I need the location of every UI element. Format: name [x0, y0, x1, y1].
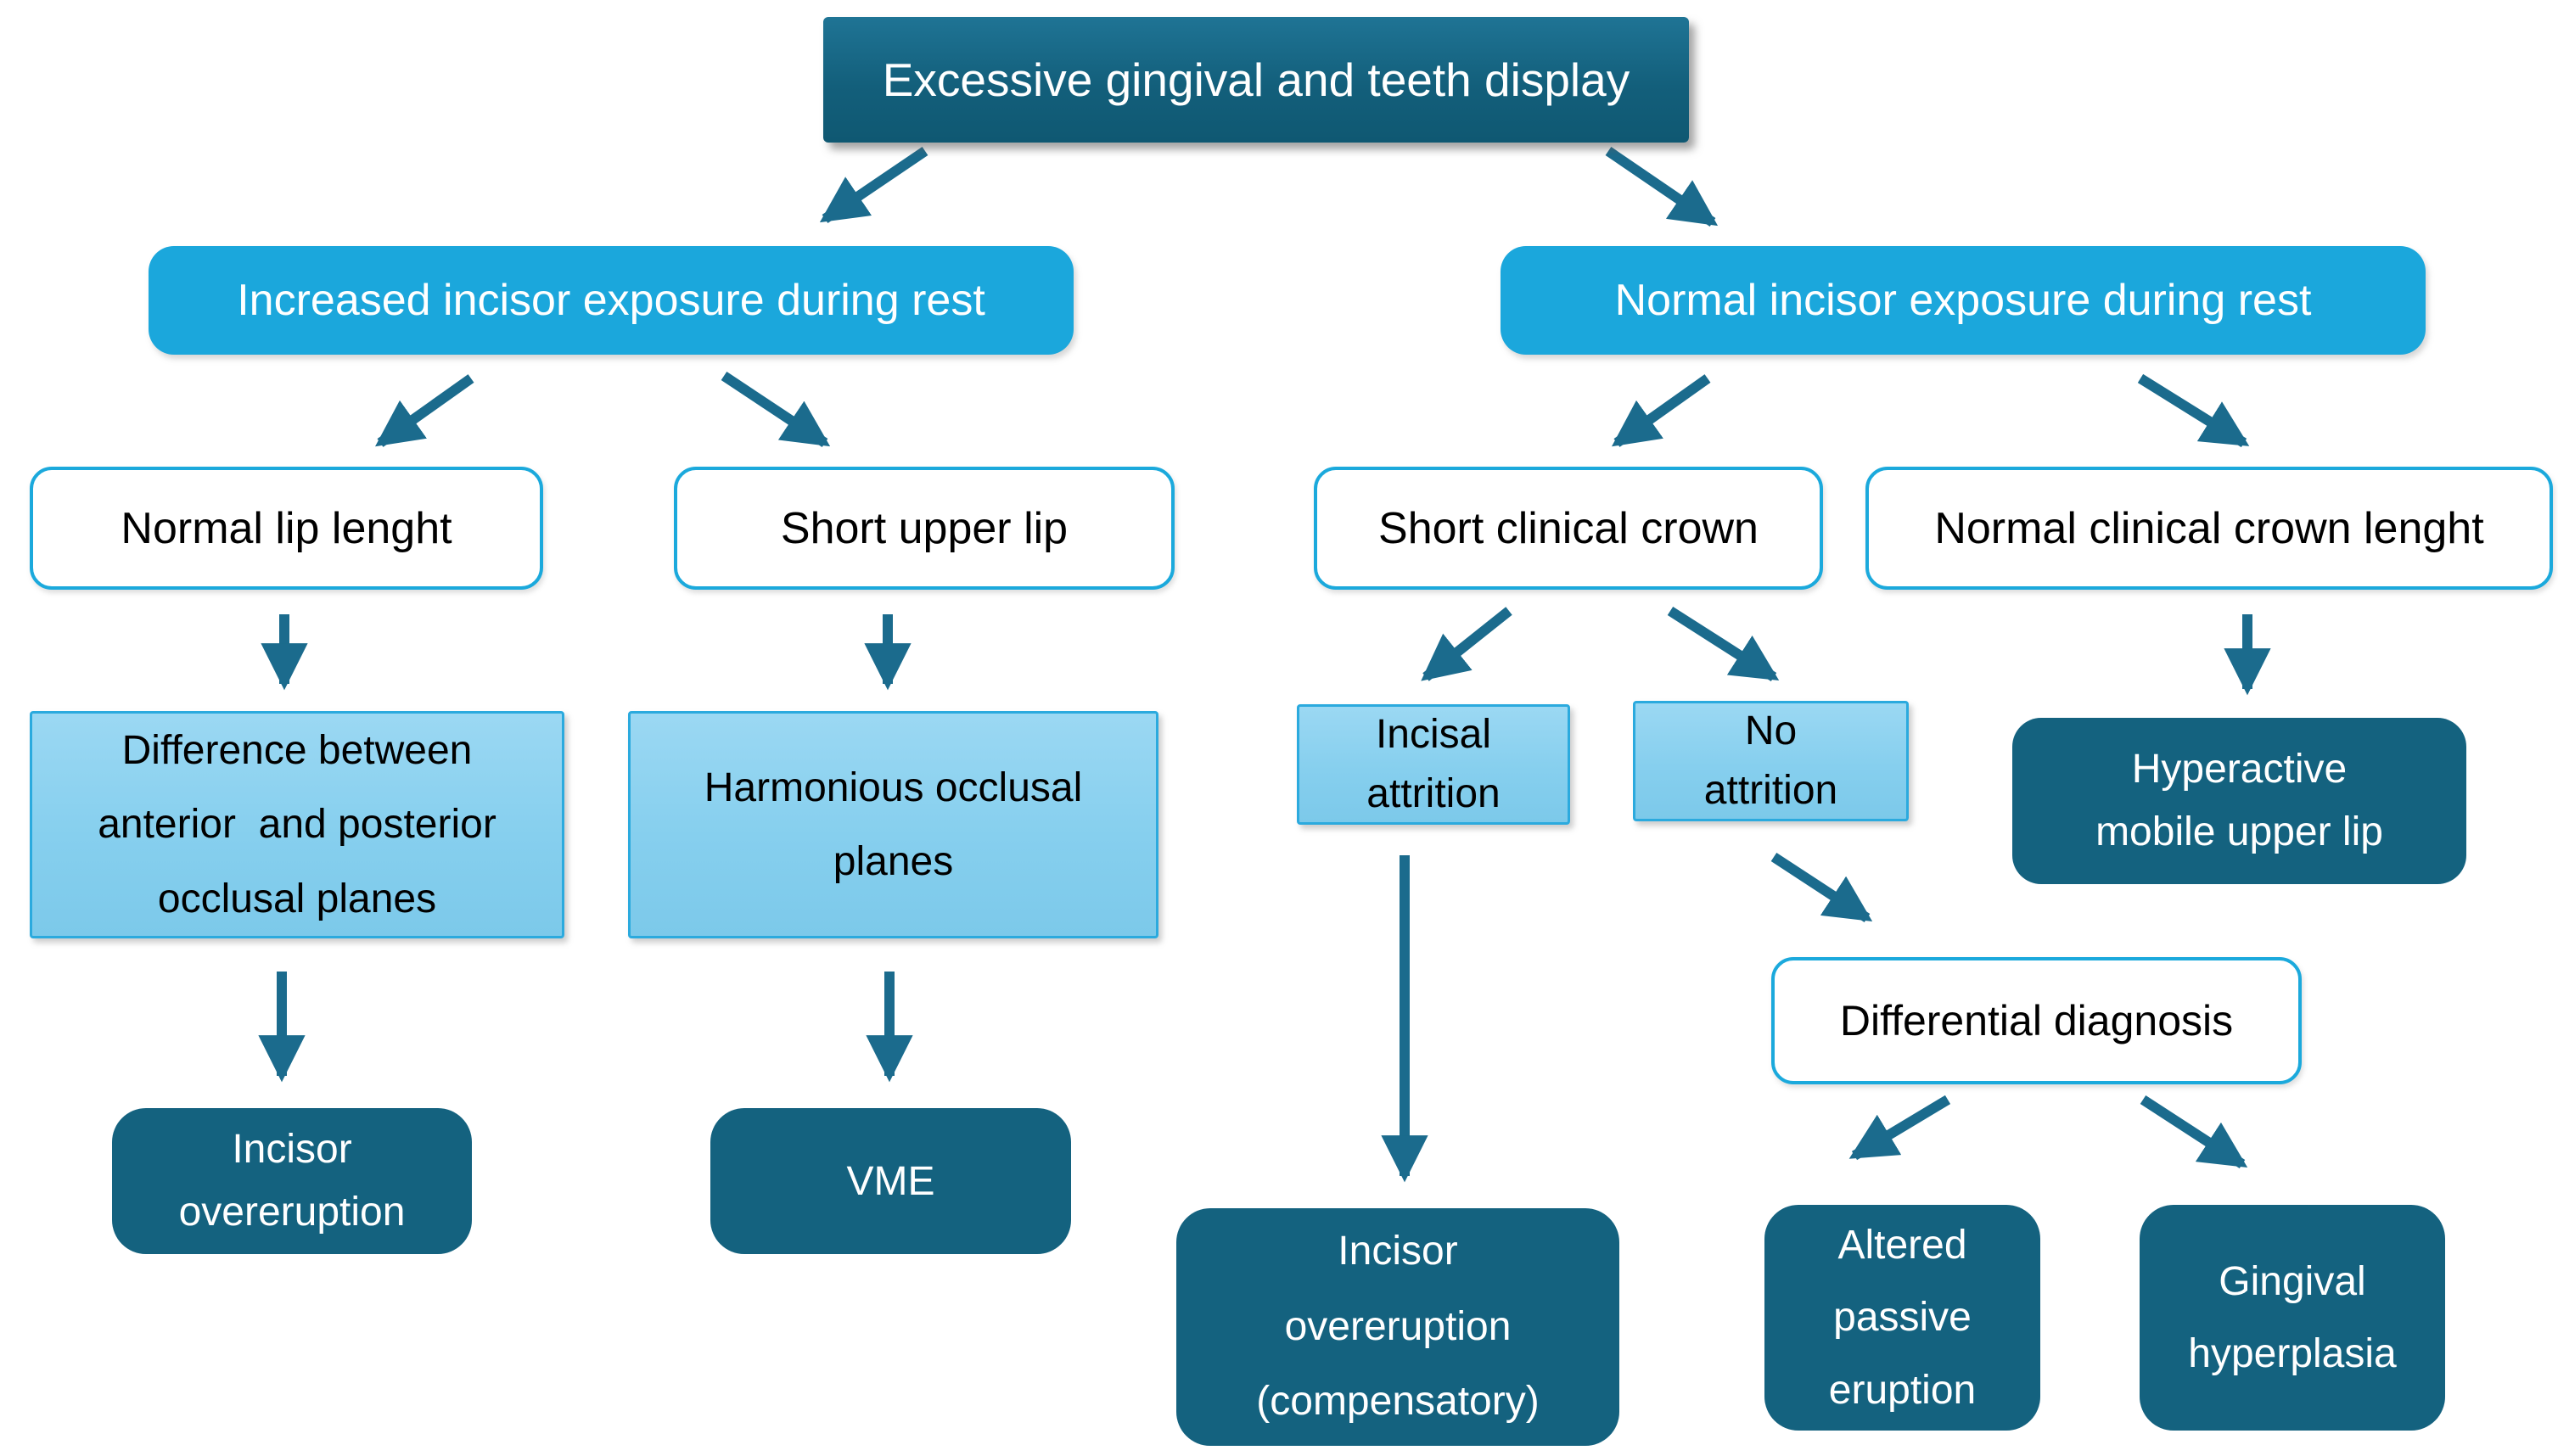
node-excessive-gingival-display: Excessive gingival and teeth display — [823, 17, 1689, 143]
node-incisor-overeruption-compensatory: Incisor overeruption (compensatory) — [1176, 1208, 1619, 1446]
node-increased-incisor-exposure: Increased incisor exposure during rest — [149, 246, 1074, 355]
arrow-root-to-increased — [819, 147, 928, 223]
node-gingival-hyperplasia: Gingival hyperplasia — [2140, 1205, 2445, 1431]
arrow-normal-exposure-to-short-crown — [1611, 374, 1711, 447]
arrow-normal-exposure-to-normal-crown — [2137, 373, 2250, 448]
node-hyperactive-mobile-upper-lip: Hyperactive mobile upper lip — [2012, 718, 2466, 884]
node-altered-passive-eruption: Altered passive eruption — [1764, 1205, 2040, 1431]
node-normal-incisor-exposure: Normal incisor exposure during rest — [1501, 246, 2426, 355]
arrow-increased-to-short-lip — [721, 372, 831, 447]
node-differential-diagnosis: Differential diagnosis — [1771, 957, 2302, 1084]
node-normal-clinical-crown-length: Normal clinical crown lenght — [1865, 467, 2553, 590]
node-occlusal-plane-difference: Difference between anterior and posterio… — [30, 711, 564, 938]
node-incisor-overeruption: Incisor overeruption — [112, 1108, 472, 1254]
arrow-root-to-normal-exposure — [1605, 147, 1719, 227]
arrow-differential-to-altered — [1848, 1095, 1951, 1161]
node-no-attrition: No attrition — [1633, 701, 1909, 821]
node-short-upper-lip: Short upper lip — [674, 467, 1175, 590]
arrow-short-crown-to-no-attrition — [1667, 606, 1780, 682]
node-incisal-attrition: Incisal attrition — [1297, 704, 1570, 825]
arrow-short-crown-to-incisal-attrition — [1421, 607, 1512, 681]
node-short-clinical-crown: Short clinical crown — [1314, 467, 1823, 590]
arrow-no-attrition-to-differential — [1770, 852, 1873, 923]
arrow-differential-to-gingival — [2140, 1095, 2248, 1169]
node-vme: VME — [710, 1108, 1071, 1254]
node-normal-lip-length: Normal lip lenght — [30, 467, 543, 590]
arrow-increased-to-normal-lip — [374, 374, 474, 447]
node-harmonious-occlusal-planes: Harmonious occlusal planes — [628, 711, 1158, 938]
